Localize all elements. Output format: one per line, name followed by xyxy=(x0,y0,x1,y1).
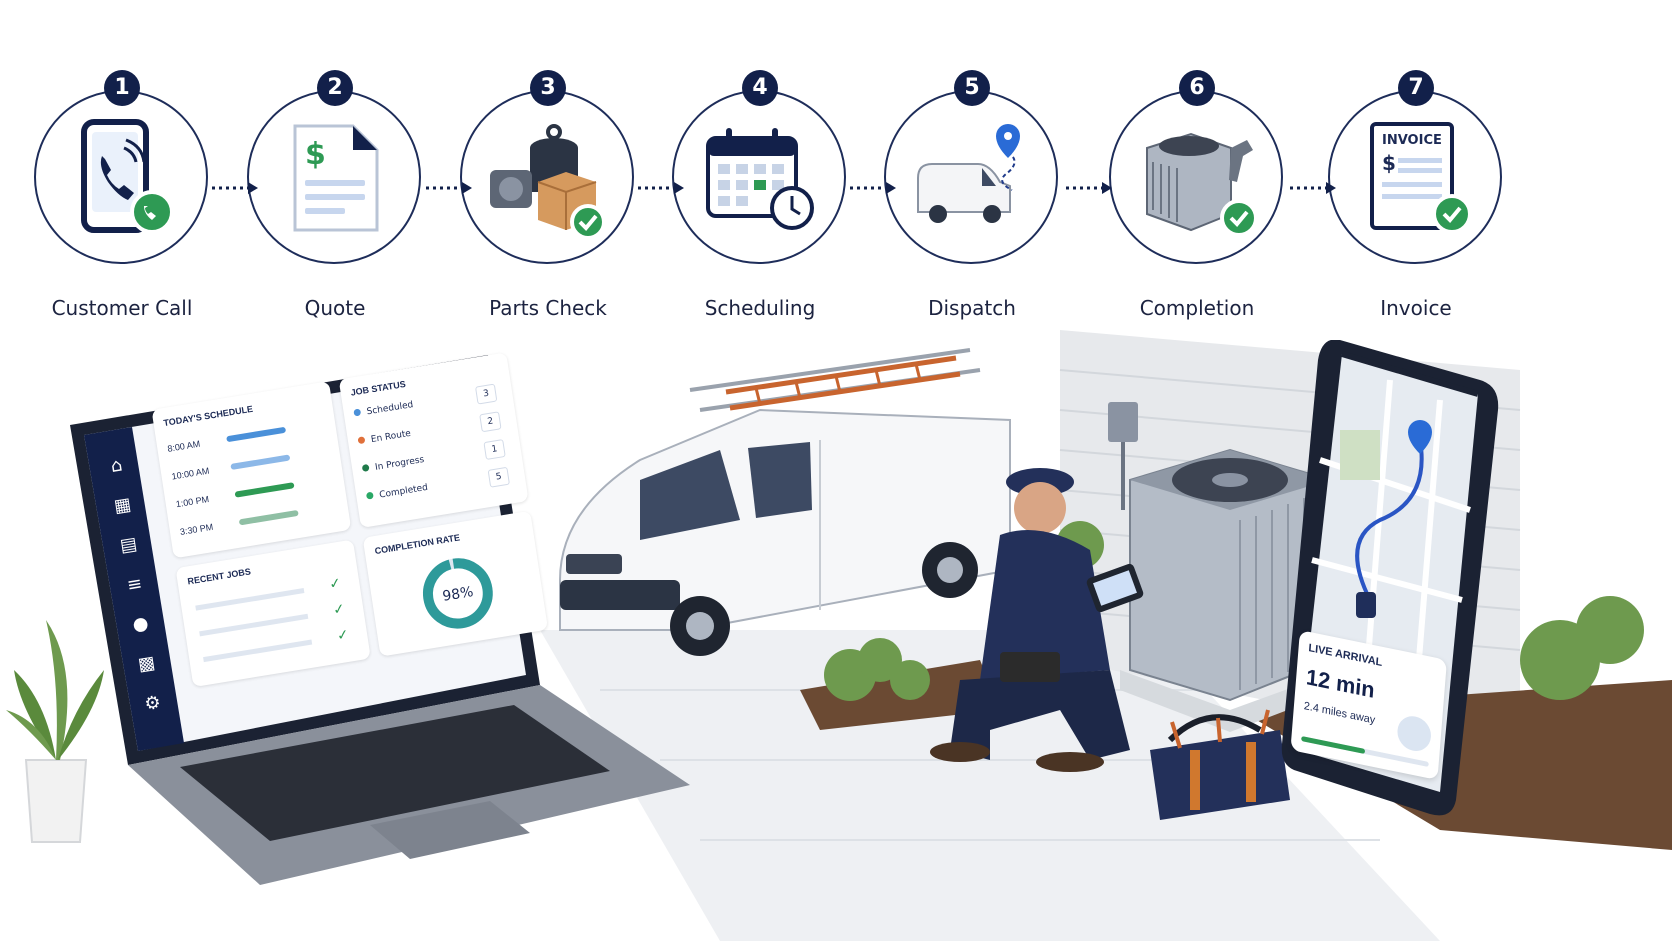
completion-donut: 98% xyxy=(422,558,493,629)
step-scheduling: 4 Scheduling xyxy=(670,56,850,320)
completion-rate-card[interactable]: COMPLETION RATE 98% xyxy=(362,510,549,657)
step-label: Completion xyxy=(1139,296,1255,320)
invoice-heading: INVOICE xyxy=(1382,133,1442,148)
schedule-bar xyxy=(238,509,299,526)
completion-title: COMPLETION RATE xyxy=(374,532,461,557)
dashboard-content: ⌂ ▦ ▤ ≡ ● ▩ ⚙ TODAY'S SCHEDULE 8:00 AM 1… xyxy=(109,339,569,715)
step-quote: 2 $ Quote xyxy=(245,56,425,320)
destination-pin-icon xyxy=(1408,420,1432,454)
step-invoice: 7 INVOICE $ Invoice xyxy=(1326,56,1506,320)
invoice-dollar: $ xyxy=(1382,151,1396,175)
invoice-icon: INVOICE $ xyxy=(1370,122,1472,234)
van-marker-icon xyxy=(1356,592,1376,618)
flow-arrow-icon xyxy=(638,182,684,194)
flow-arrow-icon xyxy=(1066,182,1112,194)
calendar-icon xyxy=(706,128,814,230)
parts-box-icon xyxy=(490,124,606,238)
recent-job-row[interactable] xyxy=(195,588,305,611)
check-icon: ✓ xyxy=(328,574,343,592)
user-nav-icon[interactable]: ● xyxy=(131,612,150,636)
flow-arrow-icon xyxy=(426,182,472,194)
route-line xyxy=(1355,439,1424,601)
status-dot-icon xyxy=(365,491,374,500)
schedule-title: TODAY'S SCHEDULE xyxy=(162,403,254,429)
step-label: Scheduling xyxy=(704,296,816,320)
laptop-trackpad xyxy=(370,801,530,859)
step-number: 7 xyxy=(1398,70,1434,106)
status-dot-icon xyxy=(357,436,366,445)
reports-nav-icon[interactable]: ▩ xyxy=(136,652,157,676)
app-sidebar xyxy=(84,427,184,751)
phone-call-icon xyxy=(81,119,174,234)
step-number: 1 xyxy=(104,70,140,106)
status-count-badge: 1 xyxy=(483,439,506,461)
status-dot-icon xyxy=(353,408,362,417)
step-number: 5 xyxy=(954,70,990,106)
quote-document-icon: $ xyxy=(293,124,379,232)
electrical-box xyxy=(1108,402,1138,442)
recent-jobs-title: RECENT JOBS xyxy=(186,566,252,587)
step-label: Dispatch xyxy=(928,296,1016,320)
recent-jobs-card[interactable]: RECENT JOBS ✓ ✓ ✓ xyxy=(175,539,371,688)
step-number: 3 xyxy=(530,70,566,106)
flow-arrow-icon xyxy=(212,182,258,194)
status-count-badge: 3 xyxy=(474,383,498,405)
status-label: Scheduled xyxy=(366,399,414,418)
schedule-time: 8:00 AM xyxy=(166,438,201,454)
calendar-nav-icon[interactable]: ▦ xyxy=(112,493,133,518)
check-icon: ✓ xyxy=(335,625,350,644)
step-dispatch: 5 Dispatch xyxy=(882,56,1062,320)
status-dot-icon xyxy=(361,463,370,472)
ac-unit-wrench-icon xyxy=(1146,132,1257,237)
step-label: Parts Check xyxy=(489,296,607,320)
schedule-card[interactable]: TODAY'S SCHEDULE 8:00 AM 10:00 AM 1:00 P… xyxy=(151,381,352,559)
step-customer-call: 1 Customer Call xyxy=(32,56,212,320)
completion-value: 98% xyxy=(441,584,474,605)
service-van xyxy=(559,348,1011,656)
potted-plant xyxy=(6,620,104,843)
technician-avatar xyxy=(1394,710,1435,757)
settings-nav-icon[interactable]: ⚙ xyxy=(143,691,163,716)
laptop-keyboard xyxy=(180,705,610,841)
step-completion: 6 Completion xyxy=(1107,56,1287,320)
eta-value: 12 min xyxy=(1305,664,1376,703)
schedule-bar xyxy=(234,482,295,498)
step-parts-check: 3 Parts Check xyxy=(458,56,638,320)
schedule-time: 1:00 PM xyxy=(175,494,210,510)
distance-value: 2.4 miles away xyxy=(1303,700,1376,727)
recent-job-row[interactable] xyxy=(203,639,313,663)
status-count-badge: 5 xyxy=(487,466,510,488)
live-arrival-title: LIVE ARRIVAL xyxy=(1308,642,1383,670)
schedule-bar xyxy=(226,426,287,443)
tool-bag xyxy=(1150,709,1290,820)
schedule-time: 10:00 AM xyxy=(170,465,210,482)
status-count-badge: 2 xyxy=(479,411,502,433)
schedule-bar xyxy=(230,454,291,470)
step-label: Customer Call xyxy=(51,296,193,320)
dollar-sign: $ xyxy=(305,137,326,172)
van-route-icon xyxy=(917,124,1020,223)
step-number: 2 xyxy=(317,70,353,106)
step-label: Invoice xyxy=(1380,296,1452,320)
schedule-time: 3:30 PM xyxy=(179,521,214,537)
step-number: 6 xyxy=(1179,70,1215,106)
flow-arrow-icon xyxy=(850,182,896,194)
flow-arrow-icon xyxy=(1290,182,1336,194)
list-nav-icon[interactable]: ≡ xyxy=(125,572,144,597)
technician xyxy=(930,468,1144,772)
eta-progress-fill xyxy=(1301,736,1366,754)
check-icon: ✓ xyxy=(331,599,346,618)
recent-job-row[interactable] xyxy=(199,613,309,637)
job-status-title: JOB STATUS xyxy=(350,378,407,398)
jobs-nav-icon[interactable]: ▤ xyxy=(118,533,139,557)
home-icon[interactable]: ⌂ xyxy=(109,454,124,478)
step-label: Quote xyxy=(304,296,366,320)
step-number: 4 xyxy=(742,70,778,106)
